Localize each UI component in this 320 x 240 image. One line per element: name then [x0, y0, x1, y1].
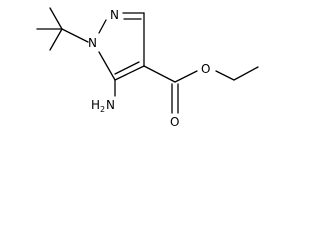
structure-canvas: N N H 2 N O O	[36, 7, 259, 129]
bond-c4-c5	[114, 65, 145, 81]
amino-hydrogen-label: H	[91, 98, 100, 112]
bond-tbutyl-methyl-bottom	[49, 28, 63, 51]
bond-n1-n2	[98, 19, 107, 34]
amino-subscript-label: 2	[100, 105, 105, 114]
bond-c4-c5-double	[114, 61, 140, 75]
bond-carbonyl-c-ester-o	[174, 70, 198, 83]
bond-c5-n1	[98, 51, 116, 81]
bond-c4-carbonyl-c	[143, 65, 176, 83]
substituted-nitrogen-label: N	[88, 36, 97, 50]
amino-nitrogen-label: N	[106, 98, 115, 112]
bond-tbutyl-methyl-top	[49, 7, 63, 30]
ester-oxygen-label: O	[201, 62, 210, 76]
bond-tbutyl-to-n1	[61, 28, 89, 43]
bond-ester-o-ch2	[215, 70, 235, 81]
ring-nitrogen-label: N	[110, 8, 119, 22]
carbonyl-oxygen-label: O	[170, 115, 179, 129]
bond-ch2-ch3	[233, 66, 259, 81]
molecule-drawing: N N H 2 N O O	[36, 7, 259, 129]
